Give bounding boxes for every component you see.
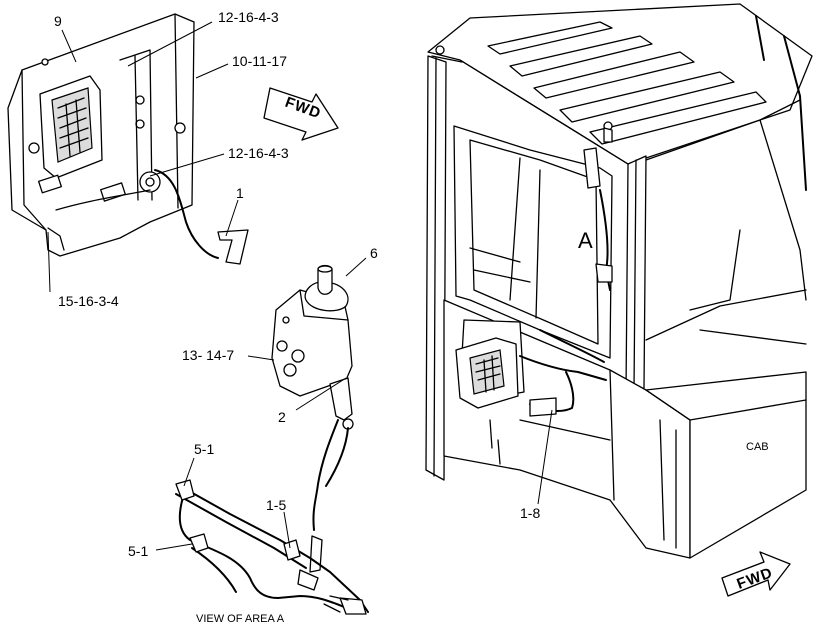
callout-10-11-17: 10-11-17 [232, 53, 287, 69]
control-panel [271, 264, 354, 573]
forward-arrow-bottom: FWD [721, 551, 791, 597]
cab-label: CAB [746, 441, 769, 453]
cab-structure [425, 3, 813, 559]
callouts: 9 12-16-4-3 10-11-17 12-16-4-3 1 15-16-3… [54, 9, 769, 625]
callout-1: 1 [236, 185, 244, 201]
callout-5-1-bottom: 5-1 [128, 543, 148, 559]
callout-12-16-4-3-top: 12-16-4-3 [218, 9, 279, 25]
wiring-harness [175, 479, 369, 615]
callout-12-16-4-3-mid: 12-16-4-3 [228, 145, 289, 161]
callout-9: 9 [54, 13, 62, 29]
callout-6: 6 [370, 245, 378, 261]
callout-1-8: 1-8 [520, 505, 540, 521]
area-a-label: A [578, 228, 593, 253]
callout-2: 2 [278, 409, 286, 425]
view-of-area-a-caption: VIEW OF AREA A [196, 613, 285, 625]
callout-1-5: 1-5 [266, 497, 286, 513]
forward-arrow-top: FWD [263, 87, 339, 141]
leader-lines [47, 21, 553, 551]
ecm-module [7, 13, 249, 265]
callout-5-1-top: 5-1 [194, 441, 214, 457]
callout-13-14-7: 13- 14-7 [182, 347, 234, 363]
callout-15-16-3-4: 15-16-3-4 [58, 293, 119, 309]
